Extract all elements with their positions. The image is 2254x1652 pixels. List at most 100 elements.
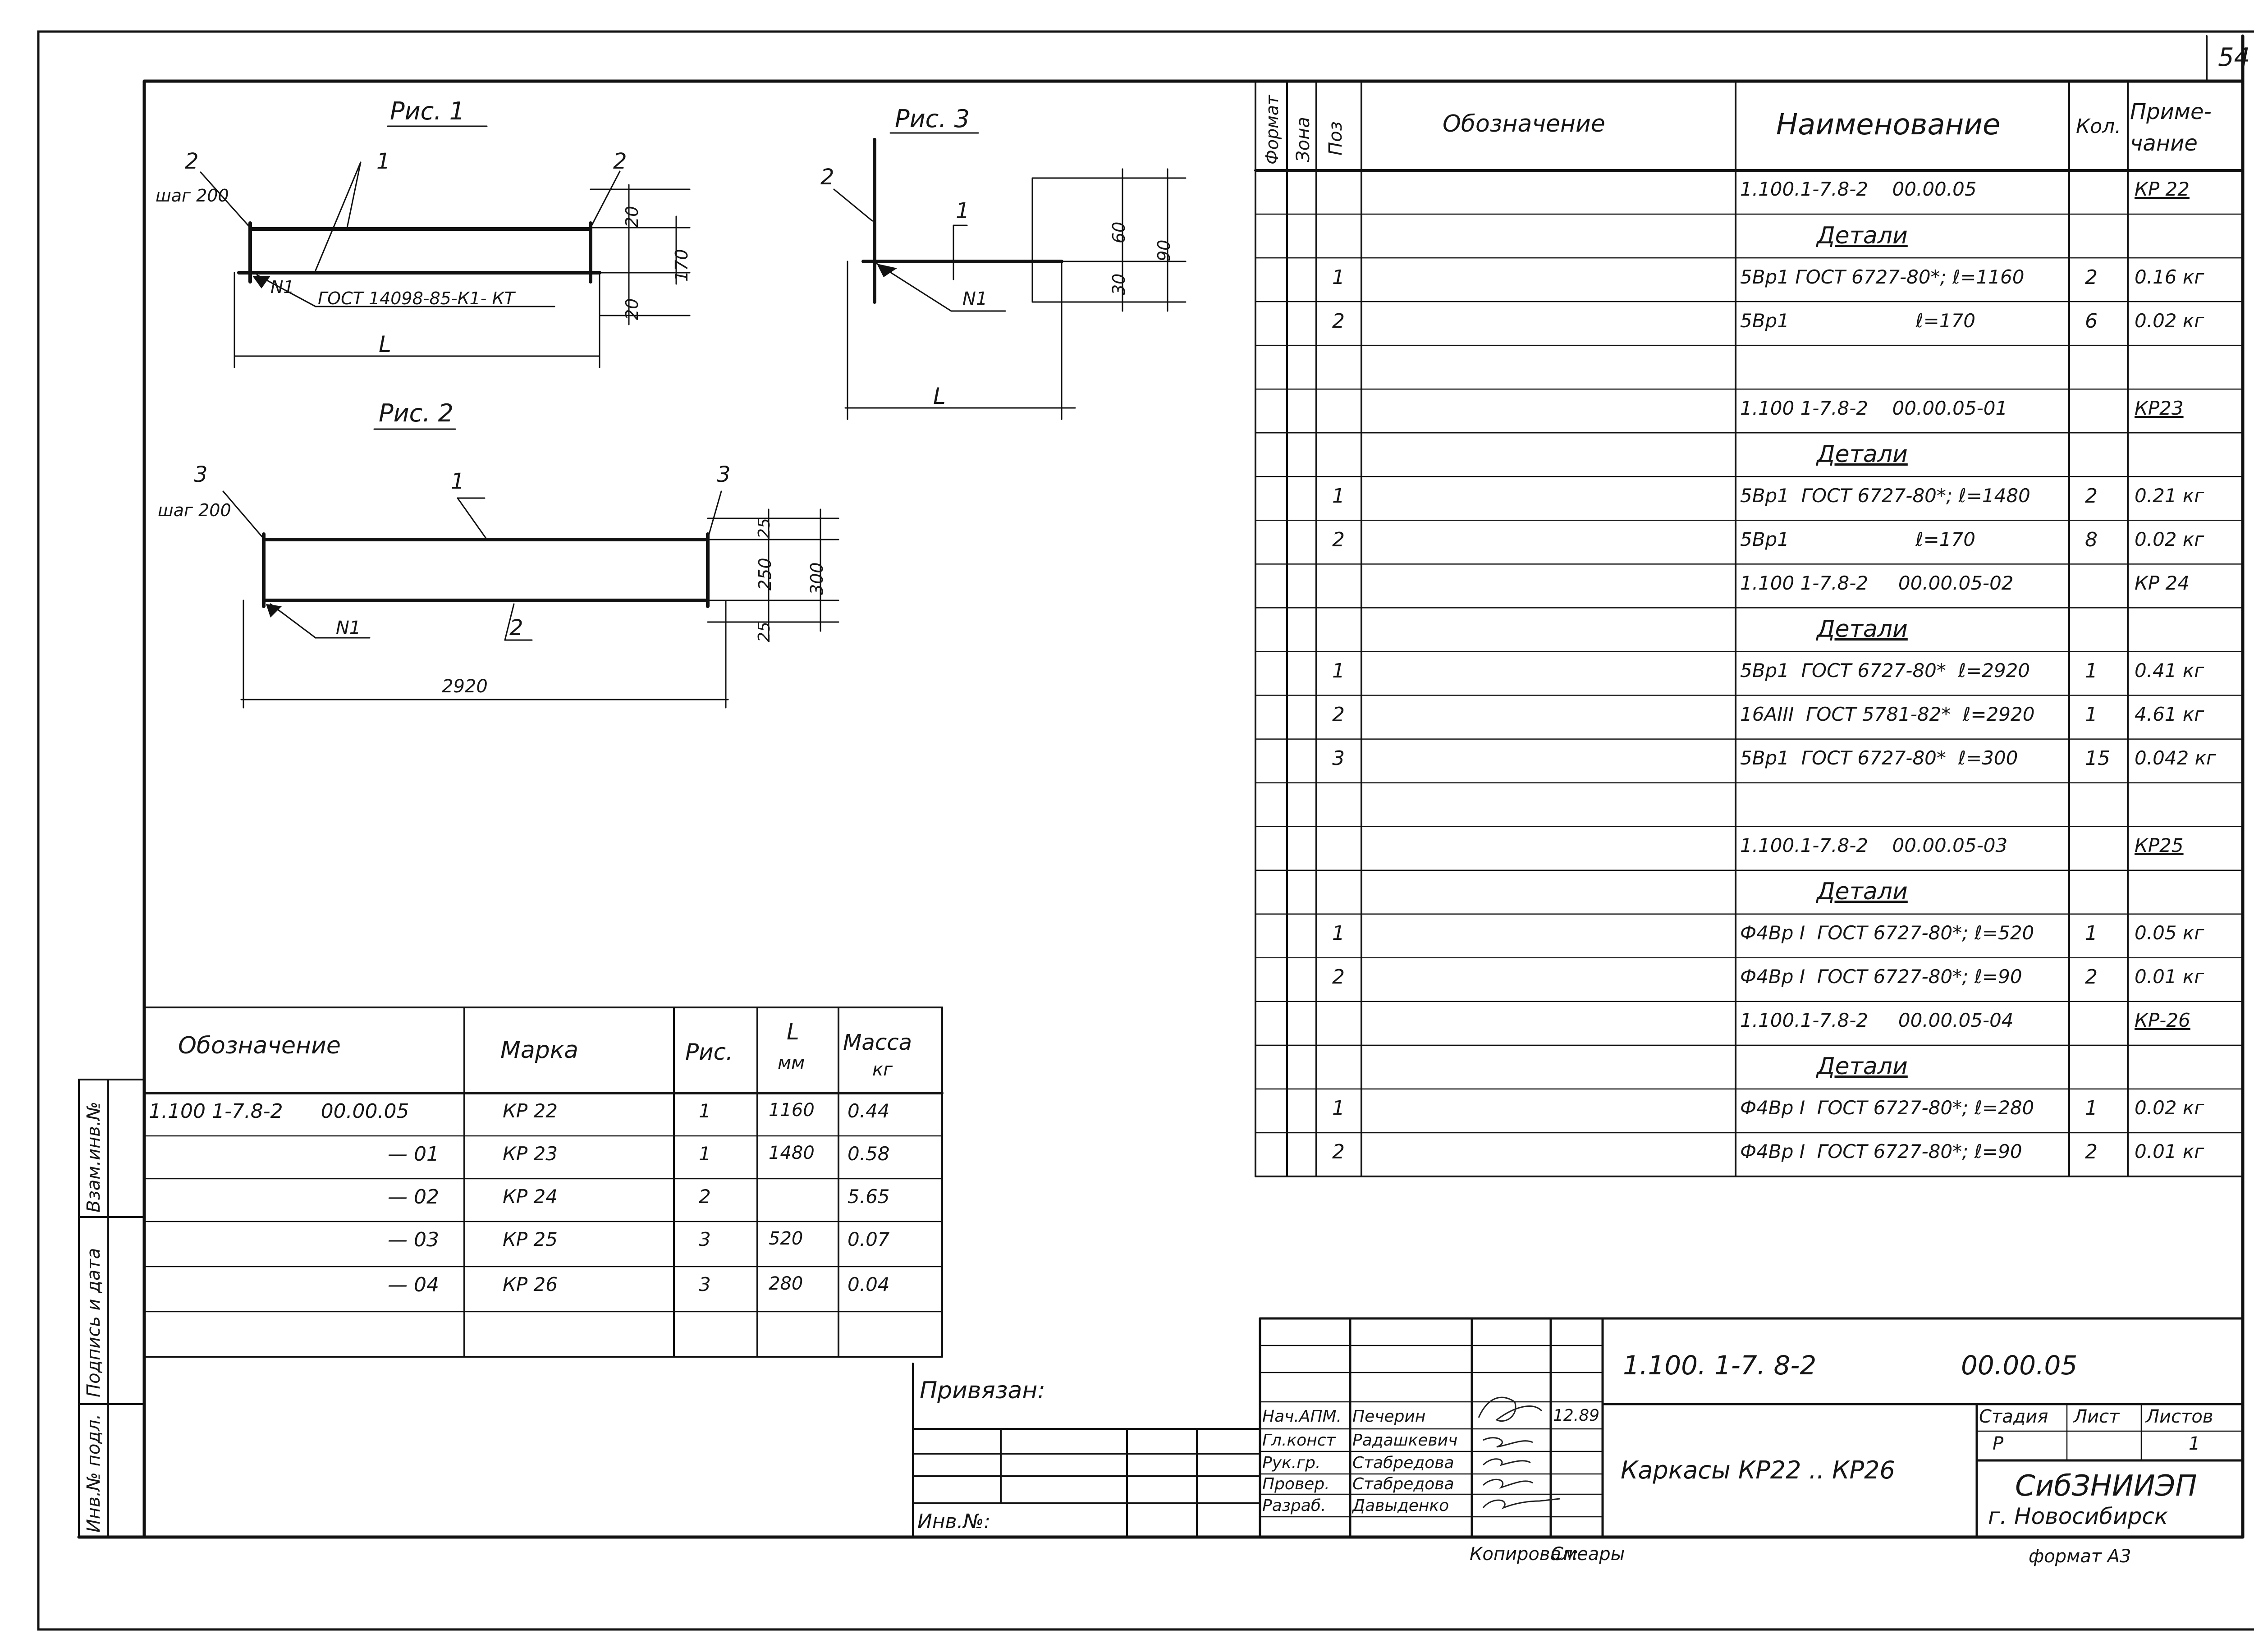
spec-row-heading: Детали xyxy=(1817,440,1908,468)
sheet-number: 54 xyxy=(2218,43,2250,72)
spec-row-note: 0.01 кг xyxy=(2135,1140,2204,1163)
spec-row-qty: 15 xyxy=(2085,747,2110,770)
marks-row-l: 520 xyxy=(769,1228,803,1249)
binding-label: Привязан: xyxy=(920,1377,1045,1404)
side-stamp-original-inv: Инв.№ подл. xyxy=(83,1414,104,1533)
fig3-length: L xyxy=(933,383,946,409)
spec-row-note: КР25 xyxy=(2135,834,2184,857)
marks-row-mark: КР 22 xyxy=(503,1100,558,1122)
fig1-dim-total: 170 xyxy=(672,249,692,282)
person-name: Радашкевич xyxy=(1352,1431,1458,1450)
marks-row-fig: 3 xyxy=(699,1273,711,1295)
spec-row-pos: 2 xyxy=(1332,966,1345,989)
spec-row-name: Ф4Вр I ГОСТ 6727-80*; ℓ=90 xyxy=(1740,1140,2022,1163)
spec-row-name: 5Вр1 ГОСТ 6727-80*; ℓ=1160 xyxy=(1740,265,2025,288)
fig1-pos2-left: 2 xyxy=(185,149,199,174)
spec-row-note: 4.61 кг xyxy=(2135,703,2204,725)
spec-row-name: 5Вр1 ГОСТ 6727-80* ℓ=300 xyxy=(1740,747,2018,769)
marks-row-designation: — 03 xyxy=(388,1228,439,1251)
fig2-step: шаг 200 xyxy=(158,500,231,520)
marks-row-designation: — 04 xyxy=(388,1273,439,1296)
fig1-dim-bottom: 20 xyxy=(622,298,642,320)
format-label: формат А3 xyxy=(2029,1546,2131,1567)
marks-row-mass: 0.07 xyxy=(848,1228,890,1250)
figure-1-title: Рис. 1 xyxy=(390,97,465,125)
fig3-dim-90: 90 xyxy=(1154,239,1174,261)
spec-row-name: 16АIII ГОСТ 5781-82* ℓ=2920 xyxy=(1740,703,2035,725)
fig2-pos3-left: 3 xyxy=(194,462,208,487)
marks-row-designation: 1.100 1-7.8-2 00.00.05 xyxy=(149,1100,409,1123)
spec-row-note: 0.02 кг xyxy=(2135,309,2204,332)
spec-header-note-1: Приме- xyxy=(2130,99,2212,124)
marks-row-l: 1480 xyxy=(769,1143,815,1163)
spec-row-pos: 3 xyxy=(1332,747,1345,770)
spec-row-name: Ф4Вр I ГОСТ 6727-80*; ℓ=280 xyxy=(1740,1097,2034,1119)
person-name: Стабредова xyxy=(1352,1454,1454,1472)
fig1-pos2-right: 2 xyxy=(613,149,627,174)
stage-value: Р xyxy=(1993,1433,2004,1454)
fig2-dim-total: 300 xyxy=(807,562,827,595)
sheet-header: Лист xyxy=(2074,1406,2120,1427)
title-code-number: 00.00.05 xyxy=(1961,1350,2078,1381)
spec-row-pos: 2 xyxy=(1332,1140,1345,1164)
fig1-dim-top: 20 xyxy=(622,206,642,228)
spec-row-note: 0.21 кг xyxy=(2135,484,2204,507)
spec-row-name: 1.100.1-7.8-2 00.00.05-03 xyxy=(1740,834,2008,857)
marks-header-fig: Рис. xyxy=(685,1039,733,1065)
person-role: Провер. xyxy=(1262,1475,1330,1493)
spec-row-note: 0.02 кг xyxy=(2135,1097,2204,1119)
marks-row-mark: КР 23 xyxy=(503,1143,558,1165)
person-name: Давыденко xyxy=(1352,1496,1449,1515)
spec-row-pos: 2 xyxy=(1332,309,1345,333)
fig3-dim-30: 30 xyxy=(1109,273,1129,295)
spec-row-note: КР 22 xyxy=(2135,178,2190,201)
spec-row-heading: Детали xyxy=(1817,878,1908,906)
fig3-pos1: 1 xyxy=(956,198,970,224)
marks-row-fig: 1 xyxy=(699,1143,711,1165)
spec-row-note: КР 24 xyxy=(2135,572,2190,594)
figure-3-title: Рис. 3 xyxy=(895,105,970,133)
spec-row-name: 5Вр1 ℓ=170 xyxy=(1740,309,1975,332)
marks-row-l: 1160 xyxy=(769,1100,815,1121)
spec-row-name: 5Вр1 ℓ=170 xyxy=(1740,528,1975,550)
spec-row-name: 1.100.1-7.8-2 00.00.05-04 xyxy=(1740,1009,2014,1032)
person-role: Разраб. xyxy=(1262,1496,1326,1515)
marks-header-mass: Масса xyxy=(843,1030,912,1055)
fig2-length: 2920 xyxy=(442,676,488,697)
marks-row-mass: 0.44 xyxy=(848,1100,890,1122)
spec-row-name: 1.100 1-7.8-2 00.00.05-02 xyxy=(1740,572,2014,594)
spec-row-qty: 1 xyxy=(2085,703,2098,726)
spec-row-name: 1.100.1-7.8-2 00.00.05 xyxy=(1740,178,1977,201)
spec-row-qty: 6 xyxy=(2085,309,2098,333)
fig1-step: шаг 200 xyxy=(156,186,229,206)
fig1-pos1: 1 xyxy=(376,149,390,174)
spec-row-note: 0.41 кг xyxy=(2135,659,2204,682)
org-city: г. Новосибирск xyxy=(1988,1503,2168,1529)
fig1-weld: N1 xyxy=(270,277,294,297)
spec-row-note: 0.16 кг xyxy=(2135,265,2204,288)
spec-row-name: Ф4Вр I ГОСТ 6727-80*; ℓ=90 xyxy=(1740,966,2022,988)
side-stamp-replace-inv: Взам.инв.№ xyxy=(83,1101,104,1213)
person-role: Нач.АПМ. xyxy=(1262,1407,1342,1426)
person-name: Печерин xyxy=(1352,1407,1426,1426)
spec-row-pos: 1 xyxy=(1332,659,1345,682)
spec-header-zone: Зона xyxy=(1293,117,1314,162)
spec-row-qty: 2 xyxy=(2085,1140,2098,1164)
spec-row-note: 0.05 кг xyxy=(2135,922,2204,944)
spec-row-heading: Детали xyxy=(1817,222,1908,249)
spec-row-name: Ф4Вр I ГОСТ 6727-80*; ℓ=520 xyxy=(1740,922,2034,944)
marks-row-designation: — 01 xyxy=(388,1143,439,1166)
marks-header-mark: Марка xyxy=(500,1037,579,1064)
spec-header-format: Формат xyxy=(1262,95,1282,165)
spec-row-heading: Детали xyxy=(1817,615,1908,643)
marks-header-mass-unit: кг xyxy=(872,1059,893,1080)
spec-row-qty: 2 xyxy=(2085,265,2098,289)
marks-header-l-unit: мм xyxy=(778,1053,805,1073)
title-code: 1.100. 1-7. 8-2 xyxy=(1623,1350,1817,1381)
fig2-weld: N1 xyxy=(336,618,361,638)
spec-row-qty: 2 xyxy=(2085,484,2098,508)
marks-row-mark: КР 25 xyxy=(503,1228,558,1250)
stage-header: Стадия xyxy=(1979,1406,2048,1427)
spec-row-qty: 1 xyxy=(2085,922,2098,945)
